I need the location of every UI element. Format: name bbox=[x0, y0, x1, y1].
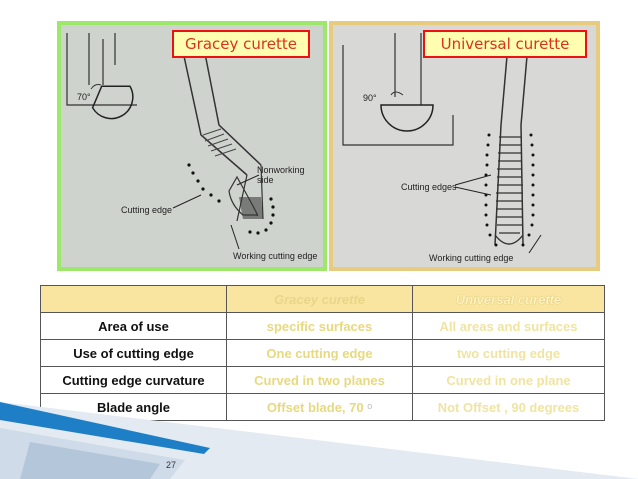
table-row: Blade angle Offset blade, 70 ᵒ Not Offse… bbox=[40, 393, 605, 421]
row-label: Use of cutting edge bbox=[40, 339, 227, 367]
header-gracey: Gracey curette bbox=[226, 285, 413, 313]
header-universal: Universal curette bbox=[412, 285, 605, 313]
universal-cell: All areas and surfaces bbox=[412, 312, 605, 340]
row-label: Area of use bbox=[40, 312, 227, 340]
angle-90-label: 90° bbox=[363, 93, 377, 103]
cutting-edges-label: Cutting edges bbox=[401, 182, 457, 192]
gracey-cell: Curved in two planes bbox=[226, 366, 413, 394]
working-cutting-edge-label: Working cutting edge bbox=[233, 251, 317, 261]
gracey-diagram-panel: 70° Nonworking side Cutting e bbox=[57, 21, 327, 271]
gracey-callout: Gracey curette bbox=[172, 30, 310, 58]
table-row: Use of cutting edge One cutting edge two… bbox=[40, 339, 605, 367]
comparison-table: Gracey curette Universal curette Area of… bbox=[40, 285, 605, 421]
universal-curette-sketch: 90° Cutting edges Working c bbox=[342, 32, 542, 263]
universal-cell: two cutting edge bbox=[412, 339, 605, 367]
row-label: Cutting edge curvature bbox=[40, 366, 227, 394]
cutting-edge-label: Cutting edge bbox=[121, 205, 172, 215]
nonworking-label: Nonworking bbox=[257, 165, 305, 175]
table-row: Area of use specific surfaces All areas … bbox=[40, 312, 605, 340]
degree-glyph: ᵒ bbox=[367, 399, 373, 415]
table-header-row: Gracey curette Universal curette bbox=[40, 285, 605, 313]
gracey-cell: specific surfaces bbox=[226, 312, 413, 340]
header-empty bbox=[40, 285, 227, 313]
gracey-cell: One cutting edge bbox=[226, 339, 413, 367]
universal-cell: Not Offset , 90 degrees bbox=[412, 393, 605, 421]
blade-angle-text: Offset blade, 70 bbox=[266, 399, 364, 415]
table-row: Cutting edge curvature Curved in two pla… bbox=[40, 366, 605, 394]
universal-diagram-panel: 90° Cutting edges Working c bbox=[329, 21, 600, 271]
gracey-curette-sketch: 70° Nonworking side Cutting e bbox=[66, 32, 317, 261]
working-cutting-edge-label-right: Working cutting edge bbox=[429, 253, 513, 263]
decorative-ribbon bbox=[0, 402, 638, 479]
universal-cell: Curved in one plane bbox=[412, 366, 605, 394]
universal-callout: Universal curette bbox=[423, 30, 587, 58]
slide-number: 27 bbox=[166, 460, 177, 470]
angle-70-label: 70° bbox=[77, 92, 91, 102]
side-label: side bbox=[257, 175, 274, 185]
